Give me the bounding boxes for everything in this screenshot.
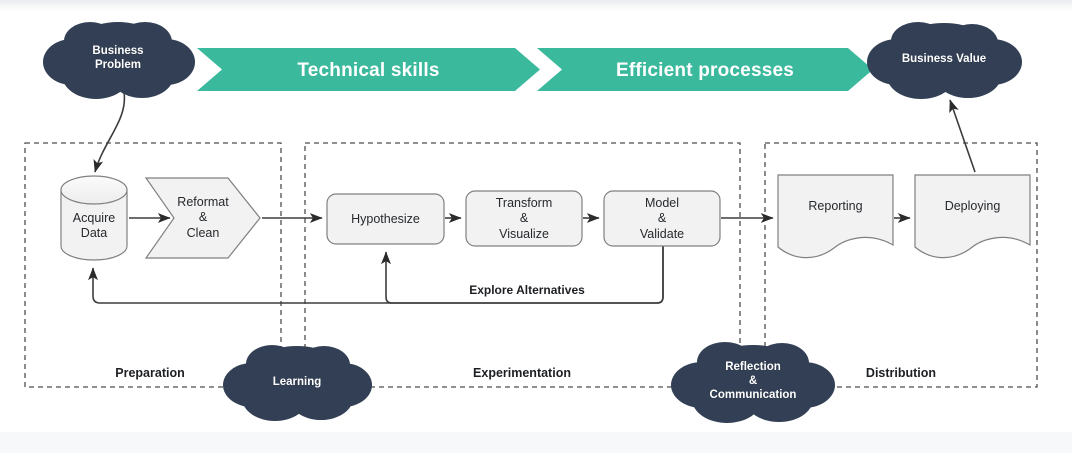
banner-shape-technical-skills[interactable] bbox=[197, 48, 540, 91]
cloud-shape-reflection-communication[interactable] bbox=[671, 342, 835, 423]
node-label-deploying: Deploying bbox=[944, 199, 1001, 213]
cloud-label-learning: Learning bbox=[272, 376, 322, 388]
banner-shapes bbox=[197, 48, 873, 91]
shape-hypothesize[interactable] bbox=[326, 193, 445, 245]
shape-reformat-clean[interactable] bbox=[144, 177, 261, 259]
shape-reporting[interactable] bbox=[777, 174, 894, 259]
flow-connectors bbox=[88, 91, 976, 304]
node-label-transform-visualize: Transform & Visualize bbox=[495, 196, 553, 241]
cloud-label-reflection-communication: Reflection & Communication bbox=[709, 361, 797, 402]
connector-problem-to-acquire bbox=[93, 91, 126, 173]
zone-label-experimentation: Experimentation bbox=[473, 366, 571, 380]
top-gradient-strip bbox=[0, 0, 1072, 12]
node-shapes bbox=[60, 174, 1031, 261]
cloud-label-business-problem: Business Problem bbox=[92, 45, 144, 72]
banner-label-efficient-processes: Efficient processes bbox=[615, 60, 795, 81]
shape-acquire-data[interactable] bbox=[60, 175, 128, 261]
zone-label-distribution: Distribution bbox=[865, 366, 937, 380]
cloud-shape-business-value[interactable] bbox=[867, 22, 1022, 99]
zone-box-experimentation bbox=[304, 142, 741, 388]
node-label-reporting: Reporting bbox=[808, 199, 863, 213]
shape-model-validate[interactable] bbox=[603, 190, 721, 247]
banner-shape-efficient-processes[interactable] bbox=[537, 48, 873, 91]
shape-transform-visualize[interactable] bbox=[465, 190, 583, 247]
zone-box-preparation bbox=[24, 142, 282, 388]
bottom-bar bbox=[0, 432, 1072, 453]
cloud-shapes bbox=[43, 22, 1022, 423]
zone-label-preparation: Preparation bbox=[115, 366, 185, 380]
node-label-reformat-clean: Reformat & Clean bbox=[177, 195, 229, 240]
connector-explore-alternatives bbox=[381, 246, 664, 304]
zone-boxes bbox=[24, 142, 1038, 388]
banner-label-technical-skills: Technical skills bbox=[297, 60, 440, 81]
connector-label-explore-alternatives: Explore Alternatives bbox=[469, 283, 585, 297]
cloud-label-business-value: Business Value bbox=[901, 53, 987, 65]
node-label-acquire-data: Acquire Data bbox=[72, 211, 116, 241]
node-label-hypothesize: Hypothesize bbox=[351, 212, 420, 226]
cloud-shape-business-problem[interactable] bbox=[43, 22, 195, 99]
node-label-model-validate: Model & Validate bbox=[639, 196, 685, 241]
shape-deploying[interactable] bbox=[914, 174, 1031, 259]
zone-box-distribution bbox=[764, 142, 1038, 388]
connector-deploying-to-value bbox=[949, 99, 976, 173]
cloud-shape-learning[interactable] bbox=[223, 345, 372, 421]
